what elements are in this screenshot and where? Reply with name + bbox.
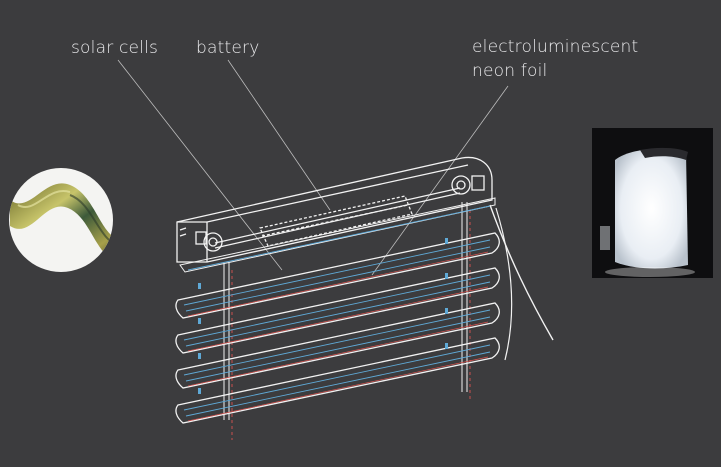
neon-foil-photo	[592, 128, 713, 278]
battery-label: battery	[196, 38, 260, 58]
neon-foil-label-line2: neon foil	[472, 61, 548, 81]
headrail	[176, 156, 493, 263]
neon-foil-label-line1: electroluminescent	[472, 37, 639, 57]
slat	[175, 337, 500, 424]
slats	[175, 197, 500, 424]
slat	[179, 197, 496, 273]
ladder-markers	[198, 238, 448, 394]
solar-film-photo	[9, 168, 113, 272]
neon-foil-label: electroluminescent neon foil	[472, 35, 638, 83]
leader-lines	[117, 59, 509, 276]
pull-cord	[489, 204, 554, 341]
slat	[175, 302, 500, 389]
solar-cells-label: solar cells	[71, 38, 159, 58]
slat	[175, 232, 500, 319]
slat	[175, 267, 500, 354]
